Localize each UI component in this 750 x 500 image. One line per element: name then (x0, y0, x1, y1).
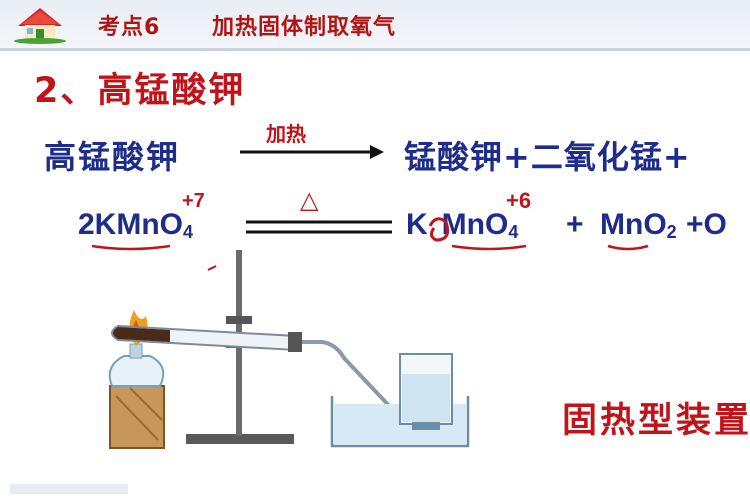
potassium-permanganate (113, 327, 170, 342)
valence-mark-reactant: +7 (182, 190, 205, 212)
alcohol-lamp (108, 355, 165, 387)
topic-title: 加热固体制取氧气 (212, 15, 397, 40)
equation-plus-1: + (566, 208, 584, 241)
word-equation-condition: 加热 (266, 122, 306, 146)
house-icon (14, 8, 66, 44)
header-bar: 考点6 加热固体制取氧气 (0, 0, 750, 51)
water-trough (330, 396, 470, 448)
clamp (226, 316, 252, 324)
stand-base (186, 434, 294, 444)
equation-product-3: +O (686, 208, 727, 241)
word-equation-products: 锰酸钾+二氧化锰+ (404, 138, 691, 176)
apparatus-label: 固热型装置 (562, 401, 750, 441)
section-title: 2、高锰酸钾 (34, 71, 246, 111)
valence-mark-product: +6 (506, 188, 532, 213)
word-equation-reactant: 高锰酸钾 (44, 138, 181, 176)
equation-reactant: 2KMnO4 (78, 208, 194, 242)
heat-symbol: △ (300, 186, 319, 214)
topic-number: 考点6 (98, 15, 161, 40)
stopper (288, 332, 302, 352)
equation-product-2: MnO2 (600, 208, 677, 242)
